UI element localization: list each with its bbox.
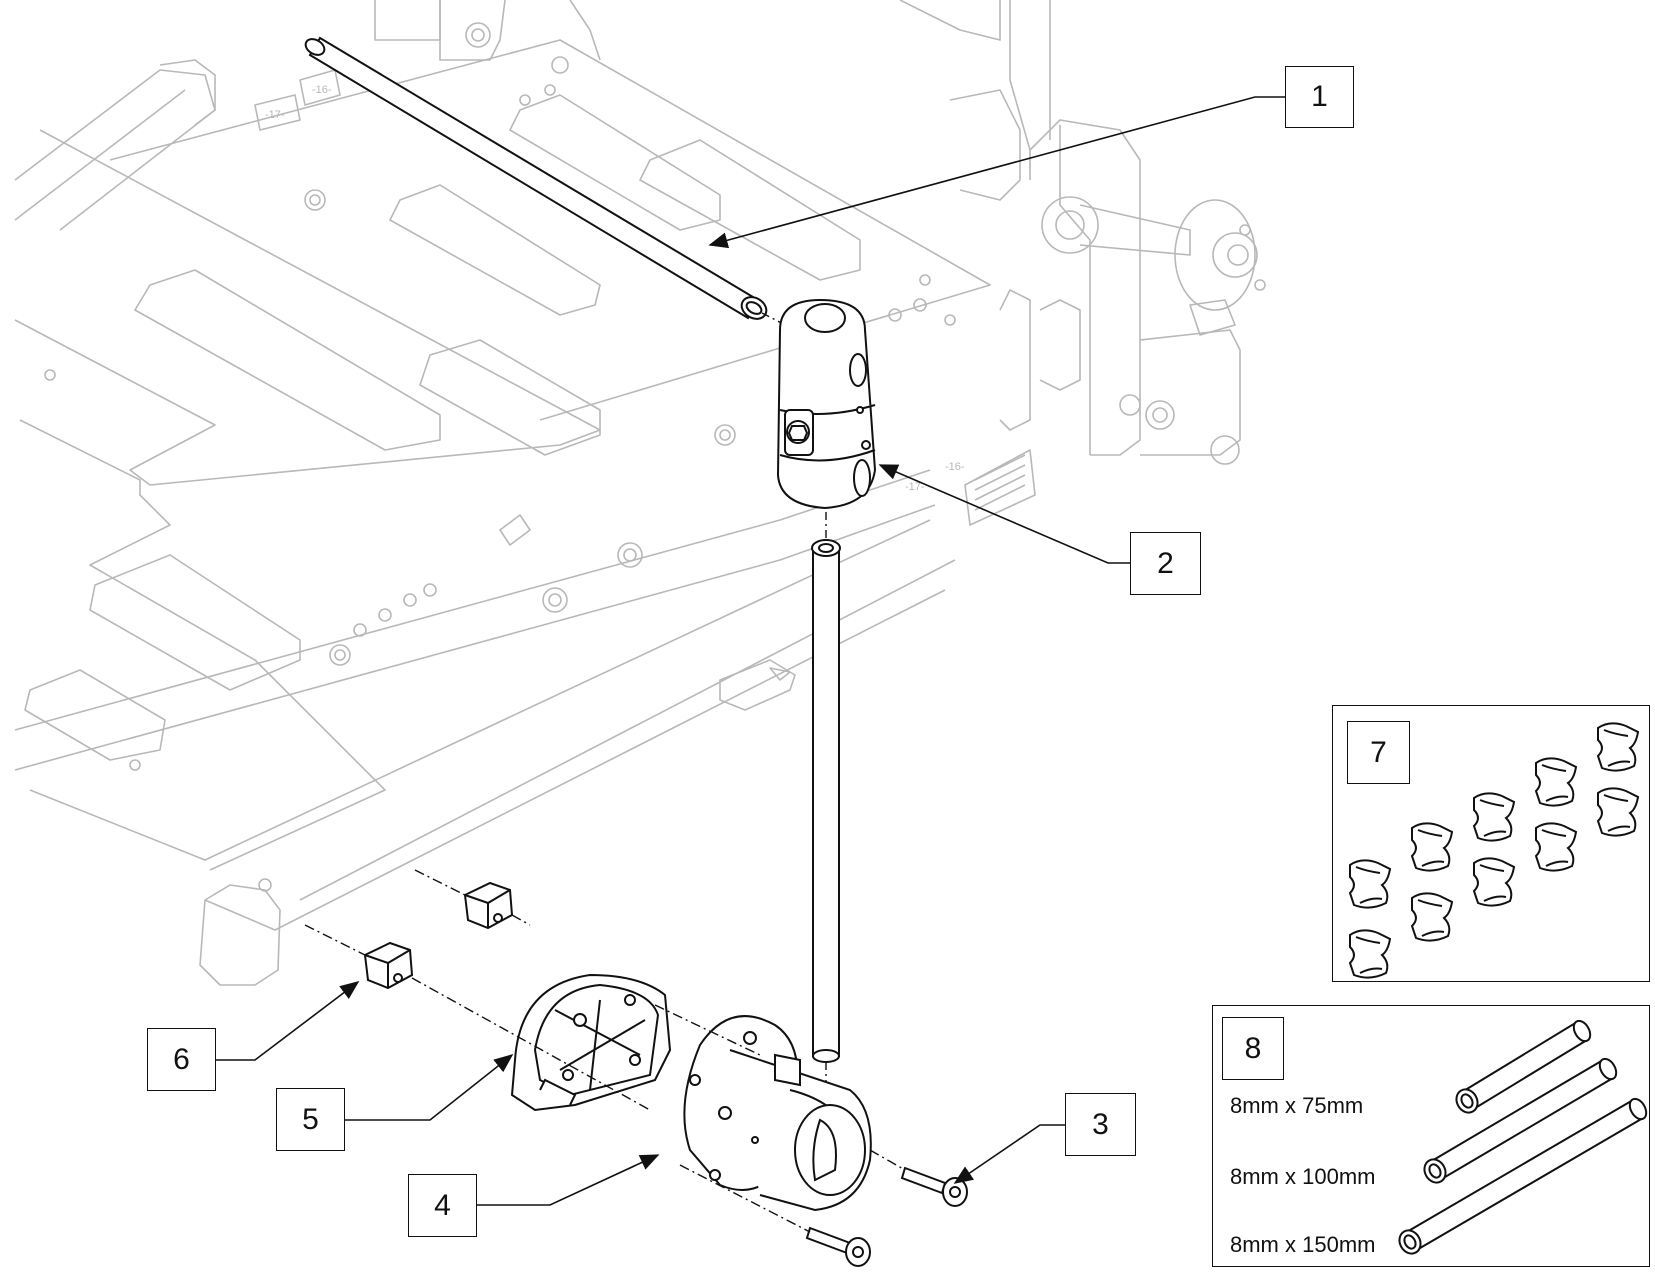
leader-5 <box>345 1054 514 1121</box>
callout-7: 7 <box>1347 721 1410 784</box>
part-3-screw-right <box>900 1166 968 1207</box>
callout-8: 8 <box>1222 1017 1284 1080</box>
callout-4: 4 <box>408 1174 477 1237</box>
part-1-rod <box>304 36 768 320</box>
part-6-tnut-upper <box>463 881 514 930</box>
leader-1 <box>708 96 1285 249</box>
explosion-axis-lines <box>304 869 906 1233</box>
rod-size-75-label: 8mm x 75mm <box>1230 1093 1364 1118</box>
svg-text:-16-: -16- <box>312 84 332 96</box>
svg-text:-16-: -16- <box>945 461 965 473</box>
callout-5: 5 <box>276 1088 345 1151</box>
callout-1: 1 <box>1285 66 1354 128</box>
clip-kit-panel <box>1332 705 1650 982</box>
vertical-rod <box>811 539 841 1063</box>
leader-4 <box>475 1154 660 1206</box>
part-3-screw-lower <box>805 1226 871 1267</box>
part-7-clips <box>1348 722 1640 979</box>
rod-size-150-label: 8mm x 150mm <box>1230 1232 1376 1257</box>
leader-lines <box>215 96 1285 1206</box>
callout-6: 6 <box>147 1028 216 1091</box>
leader-6 <box>215 981 360 1061</box>
ghost-seat-frame: -16- -17- -16- -17- <box>14 0 1266 986</box>
callout-2: 2 <box>1130 532 1201 595</box>
callout-3: 3 <box>1065 1093 1136 1156</box>
part-5-support-bracket <box>510 973 672 1112</box>
leader-2 <box>878 464 1130 564</box>
part-6-tnut-lower <box>363 941 414 990</box>
leader-3 <box>953 1124 1065 1184</box>
part-2-cross-clamp <box>776 298 877 510</box>
svg-text:-17-: -17- <box>905 481 925 493</box>
part-4-mount-block <box>683 1015 872 1212</box>
part-8-rods <box>1398 1019 1648 1255</box>
rod-kit-panel <box>1212 1005 1650 1267</box>
rod-size-100-label: 8mm x 100mm <box>1230 1164 1376 1189</box>
svg-text:-17-: -17- <box>265 109 285 121</box>
